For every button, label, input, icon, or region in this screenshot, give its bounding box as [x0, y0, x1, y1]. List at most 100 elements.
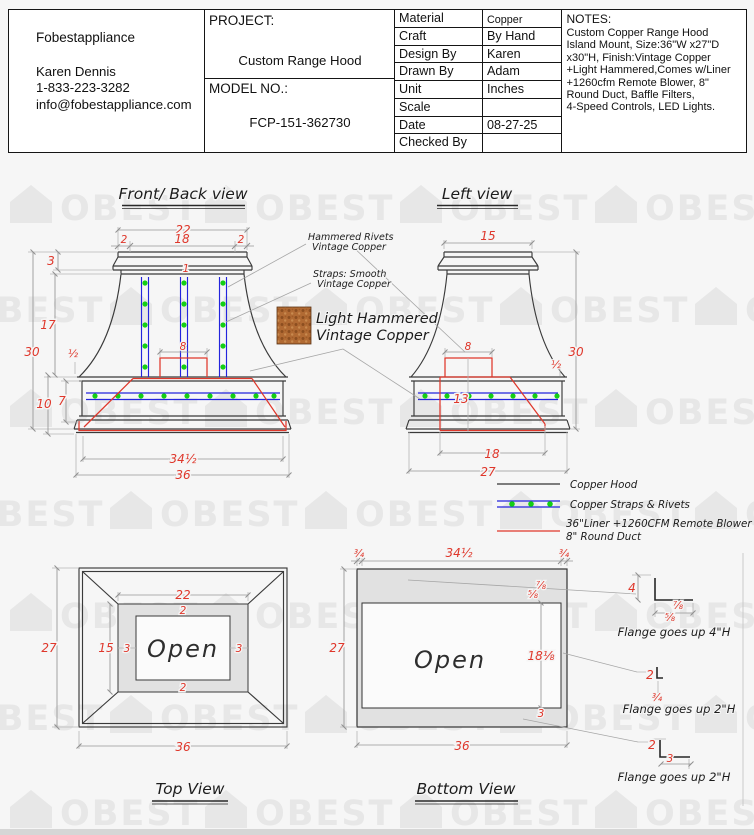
dim-bottom-margin-left: ¾ [354, 548, 365, 560]
finish-annotation-line1: Light Hammered [316, 311, 439, 327]
spec-label: Scale [395, 98, 483, 117]
contact-name: Karen Dennis [36, 64, 116, 79]
bottom-view-open-area [361, 602, 562, 709]
dim-strap-width: 1 [183, 263, 190, 275]
flange-details: 4 ⅞ ⅝ Flange goes up 4"H 2 ¾ Flange goes… [617, 572, 737, 785]
copper-finish-swatch [276, 306, 312, 345]
left-view-title: Left view [442, 185, 513, 203]
project-model-divider [205, 78, 395, 79]
spec-value: Inches [483, 81, 561, 99]
flange3-frac: 3 [667, 753, 674, 765]
dim-left-top-width: 15 [480, 229, 495, 243]
dim-bottom-flange58: ⅝ [528, 589, 538, 601]
flange-profile-4in [654, 578, 693, 601]
dim-top-width: 36 [175, 740, 191, 754]
dim-duct-width-front: 8 [180, 341, 187, 353]
finish-annotation-line2: Vintage Copper [316, 328, 430, 344]
legend-hood-label: Copper Hood [570, 479, 638, 491]
spec-value: Adam [483, 63, 561, 81]
legend-straps-label: Copper Straps & Rivets [570, 499, 690, 511]
spec-label: Design By [395, 45, 483, 64]
notes-label: NOTES: [566, 12, 612, 26]
dim-left-total-height: 30 [568, 345, 584, 359]
dim-top-depth: 27 [41, 641, 57, 655]
bottom-view-title: Bottom View [417, 780, 516, 798]
dim-margin-left: 2 [121, 234, 128, 246]
spec-label: Material [395, 10, 483, 28]
notes-line: x30"H, Finish:Vintage Copper [566, 51, 711, 64]
flange1-frac2: ⅝ [665, 612, 675, 624]
straps-annotation-line2: Vintage Copper [317, 279, 392, 290]
dim-liner-width: 34½ [170, 452, 197, 466]
spec-label: Drawn By [395, 63, 483, 81]
legend: Copper Hood Copper Straps & Rivets 36"Li… [497, 479, 752, 543]
liner-blower-left [439, 357, 546, 432]
spec-value [483, 134, 561, 152]
email-address: info@fobestappliance.com [36, 96, 192, 112]
rivets-annotation-line2: Vintage Copper [312, 242, 387, 253]
flange3-label: Flange goes up 2"H [618, 770, 731, 784]
dim-top-side-right: 3 [236, 643, 243, 655]
spec-value: By Hand [483, 28, 561, 46]
dim-liner-depth: 18 [484, 447, 500, 461]
sheet-bottom-edge [0, 829, 754, 835]
spec-label: Date [395, 116, 483, 135]
flange2-label: Flange goes up 2"H [623, 702, 736, 716]
front-back-view-title: Front/ Back view [118, 185, 247, 203]
flange1-height: 4 [628, 581, 636, 595]
dim-bottom-band: 3 [538, 708, 545, 720]
dim-total-depth: 27 [480, 465, 496, 479]
dim-bottom-liner-width: 34½ [446, 546, 473, 560]
dim-bottom-flange78: ⅞ [536, 580, 546, 592]
flange3-height: 2 [648, 738, 656, 752]
liner-blower-front [78, 357, 287, 432]
model-value: FCP-151-362730 [249, 115, 351, 130]
dim-bottom-margin-right: ¾ [559, 548, 570, 560]
top-view: Open 22 2 2 15 3 3 27 36 Top View [40, 565, 290, 805]
legend-liner-label-line1: 36"Liner +1260CFM Remote Blower [566, 518, 752, 530]
company-info-box: Fobestappliance Karen Dennis 1-833-223-3… [8, 9, 206, 153]
flange1-label: Flange goes up 4"H [618, 625, 731, 639]
dim-top-side-left: 3 [124, 643, 131, 655]
dim-crown-width: 22 [175, 223, 190, 237]
notes-line: 4-Speed Controls, LED Lights. [566, 101, 716, 114]
dim-trim-half: ½ [68, 348, 78, 360]
model-label: MODEL NO.: [209, 81, 289, 96]
dim-top-band-bottom: 2 [180, 682, 187, 694]
rivet-dots-front [92, 280, 277, 399]
dim-margin-right: 2 [238, 234, 245, 246]
spec-label: Craft [395, 27, 483, 46]
dim-bottom-opening-depth: 18⅛ [528, 649, 555, 663]
project-value: Custom Range Hood [238, 53, 362, 68]
flange-profile-2in-a [656, 667, 663, 679]
straps-annotation-line1: Straps: Smooth [313, 269, 386, 280]
legend-straps-line [497, 500, 560, 508]
project-model-box: PROJECT: Custom Range Hood MODEL NO.: FC… [204, 9, 396, 153]
flange1-frac1: ⅞ [673, 600, 683, 612]
dim-body-height: 17 [40, 318, 56, 332]
flange2-frac: ¾ [652, 692, 663, 704]
notes-line: Round Duct, Baffle Filters, [566, 89, 695, 102]
flange-profile-2in-b [659, 740, 690, 758]
dim-bottom-depth: 27 [329, 641, 345, 655]
left-view: Left view 15 8 30 ½ 13 18 27 [405, 184, 585, 481]
dim-total-width: 36 [175, 468, 191, 482]
spec-value: Copper [483, 10, 561, 28]
dim-liner-depth-height: 13 [453, 392, 468, 406]
dim-base-height: 10 [36, 397, 52, 411]
dim-top-opening-depth: 15 [98, 641, 113, 655]
legend-rivet-dots [509, 501, 553, 507]
project-label: PROJECT: [209, 13, 275, 28]
dim-total-height: 30 [24, 345, 40, 359]
rivets-annotation-line1: Hammered Rivets [308, 232, 394, 243]
dim-left-trim-half: ½ [551, 359, 561, 371]
bottom-view-open-label: Open [414, 646, 486, 674]
dim-strap-span: 18 [174, 232, 190, 246]
phone-number: 1-833-223-3282 [36, 80, 130, 96]
legend-liner-label-line2: 8" Round Duct [566, 531, 642, 543]
top-view-open-area [135, 615, 231, 681]
top-view-open-label: Open [147, 635, 219, 663]
